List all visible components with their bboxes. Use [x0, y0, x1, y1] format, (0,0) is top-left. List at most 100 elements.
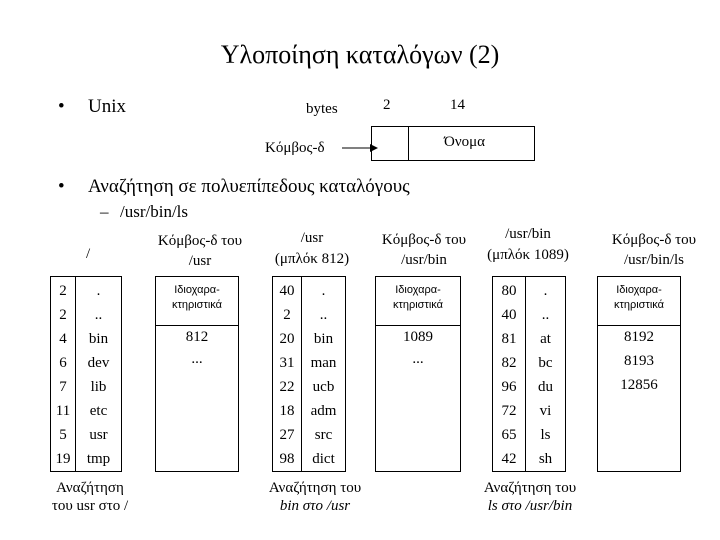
bin-inode-box: Ιδιοχαρα- κτηριστικά 1089 ...	[375, 276, 461, 472]
dir-entry-name: ..	[541, 307, 550, 323]
dir-entry-name: du	[538, 379, 553, 395]
dir-entry-name: bc	[538, 355, 553, 371]
column-divider	[301, 277, 302, 471]
root-dir-label: /	[86, 246, 91, 262]
dir-entry-inode: 18	[279, 403, 295, 419]
usr-caption-2: bin στο /usr	[279, 498, 351, 514]
attr-divider	[376, 325, 460, 326]
dir-entry-name: ls	[540, 427, 551, 443]
bin-dir-table: 80. 40.. 81 at 82 bc 96 du 72 vi 65 ls 42 sh	[492, 276, 566, 472]
usr-inode-attrs: Ιδιοχαρα- κτηριστικά	[172, 284, 222, 311]
dir-entry-name: usr	[89, 427, 108, 443]
bytes-label: bytes	[306, 101, 338, 117]
usr-dir-label-1: /usr	[300, 230, 324, 246]
dir-entry-inode: 65	[501, 427, 517, 443]
bin-inode-label-1: Κόμβος-δ του	[381, 232, 467, 248]
root-caption-2: του usr στο /	[51, 498, 129, 514]
dir-entry-inode: 27	[279, 427, 295, 443]
dir-entry-name: .	[543, 283, 548, 299]
dir-entry-name: at	[540, 331, 551, 347]
dir-entry-name: dev	[87, 355, 110, 371]
dir-entry-name: etc	[89, 403, 108, 419]
ls-inode-label-2: /usr/bin/ls	[623, 252, 684, 268]
ls-inode-block-2: 8193	[624, 353, 654, 369]
dir-entry-name: ucb	[312, 379, 335, 395]
dir-entry-name: lib	[90, 379, 107, 395]
bullet-dot-2: •	[58, 176, 65, 197]
entry-format-divider	[408, 127, 409, 160]
usr-inode-box: Ιδιοχαρα- κτηριστικά 812 ...	[155, 276, 239, 472]
dir-entry-name: tmp	[86, 451, 111, 467]
inode-label: Κόμβος-δ	[265, 140, 325, 156]
dir-entry-name: sh	[538, 451, 553, 467]
dir-entry-inode: 31	[279, 355, 295, 371]
inode-arrow-icon	[342, 144, 378, 152]
dir-entry-inode: 4	[59, 331, 67, 347]
dir-entry-inode: 81	[501, 331, 517, 347]
dir-entry-inode: 2	[283, 307, 291, 323]
dir-entry-name: adm	[310, 403, 337, 419]
slide-title: Υλοποίηση καταλόγων (2)	[220, 40, 500, 69]
dir-entry-inode: 96	[501, 379, 517, 395]
bytes-two: 2	[383, 97, 391, 113]
dir-entry-inode: 6	[59, 355, 67, 371]
dir-entry-inode: 98	[279, 451, 295, 467]
dir-entry-inode: 20	[279, 331, 295, 347]
dir-entry-name: man	[310, 355, 337, 371]
bytes-fourteen: 14	[450, 97, 465, 113]
dir-entry-name: src	[314, 427, 333, 443]
bullet-unix: Unix	[88, 96, 126, 117]
bin-inode-block: 1089	[403, 329, 433, 345]
entry-format-box: Όνομα	[371, 126, 535, 161]
usr-caption-1: Αναζήτηση του	[268, 480, 362, 496]
dir-entry-inode: 40	[279, 283, 295, 299]
dir-entry-name: vi	[539, 403, 552, 419]
usr-inode-more: ...	[191, 351, 203, 367]
dir-entry-inode: 72	[501, 403, 517, 419]
dir-entry-inode: 42	[501, 451, 517, 467]
dir-entry-inode: 22	[279, 379, 295, 395]
ls-inode-label-1: Κόμβος-δ του	[611, 232, 697, 248]
bin-inode-more: ...	[412, 351, 424, 367]
ls-inode-box: Ιδιοχαρα- κτηριστικά 8192 8193 12856	[597, 276, 681, 472]
usr-inode-block: 812	[185, 329, 209, 345]
column-divider	[525, 277, 526, 471]
usr-dir-table: 40. 2.. 20 bin 31 man 22 ucb 18 adm 27 src 98 dict	[272, 276, 346, 472]
bin-dir-label-2: (μπλόκ 1089)	[487, 247, 569, 263]
dir-entry-inode: 5	[59, 427, 67, 443]
bin-inode-attrs: Ιδιοχαρα- κτηριστικά	[393, 284, 443, 311]
bin-caption-1: Αναζήτηση του	[483, 480, 577, 496]
dir-entry-inode: 2	[59, 307, 67, 323]
attr-divider	[156, 325, 238, 326]
usr-dir-label-2: (μπλόκ 812)	[274, 251, 350, 267]
bullet-dot: •	[58, 96, 65, 117]
dir-entry-inode: 11	[55, 403, 71, 419]
bin-dir-label-1: /usr/bin	[505, 226, 551, 242]
bin-inode-label-2: /usr/bin	[401, 252, 447, 268]
attr-divider	[598, 325, 680, 326]
root-caption-1: Αναζήτηση	[56, 480, 124, 496]
ls-inode-block-3: 12856	[620, 377, 658, 393]
bin-caption-2: ls στο /usr/bin	[487, 498, 573, 514]
dir-entry-name: dict	[312, 451, 335, 467]
ls-inode-attrs: Ιδιοχαρα- κτηριστικά	[614, 284, 664, 311]
dir-entry-inode: 40	[501, 307, 517, 323]
sub-path: /usr/bin/ls	[120, 202, 189, 221]
usr-inode-label-1: Κόμβος-δ του	[157, 233, 243, 249]
usr-inode-label-2: /usr	[188, 253, 212, 269]
bullet-search: Αναζήτηση σε πολυεπίπεδους καταλόγους	[88, 176, 410, 197]
dir-entry-name: ..	[94, 307, 103, 323]
name-label: Όνομα	[444, 134, 486, 150]
sub-dash: –	[100, 202, 109, 221]
dir-entry-inode: 80	[501, 283, 517, 299]
dir-entry-name: bin	[88, 331, 109, 347]
ls-inode-block-1: 8192	[624, 329, 654, 345]
dir-entry-inode: 82	[501, 355, 517, 371]
dir-entry-inode: 2	[59, 283, 67, 299]
dir-entry-name: ..	[319, 307, 328, 323]
dir-entry-inode: 19	[55, 451, 71, 467]
column-divider	[75, 277, 76, 471]
dir-entry-name: bin	[313, 331, 334, 347]
dir-entry-name: .	[321, 283, 326, 299]
